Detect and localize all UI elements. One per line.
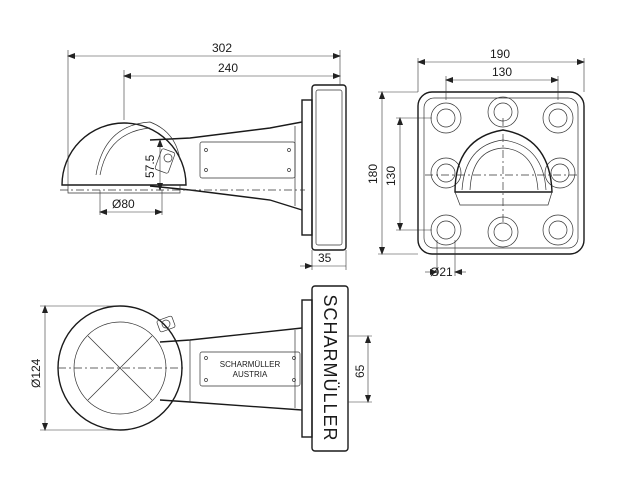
dim-arm-height: 65	[353, 364, 367, 378]
dim-reach-length: 240	[218, 61, 238, 75]
front-view: 190 130 180 130 Ø21	[366, 47, 585, 279]
dim-flange-height: 180	[366, 164, 380, 184]
dim-ball-height: 57.5	[143, 154, 157, 178]
top-view: Ø124 65	[29, 285, 372, 452]
nameplate-line-1: SCHARMÜLLER	[220, 360, 281, 369]
dim-flange-thickness: 35	[318, 251, 332, 265]
dim-overall-length: 302	[212, 41, 232, 55]
nameplate-line-2: AUSTRIA	[233, 370, 268, 379]
dim-bolt-hole-diameter: Ø21	[430, 265, 453, 279]
dim-flange-width: 190	[490, 47, 510, 61]
dim-ball-diameter: Ø80	[112, 197, 135, 211]
dim-bolt-spacing-v: 130	[384, 166, 398, 186]
flange-brand-text: SCHARMÜLLER	[320, 294, 340, 441]
side-view: 302 240 35 Ø80 57.5	[60, 41, 347, 270]
dim-bolt-spacing-h: 130	[492, 65, 512, 79]
dim-bowl-diameter: Ø124	[29, 358, 43, 388]
